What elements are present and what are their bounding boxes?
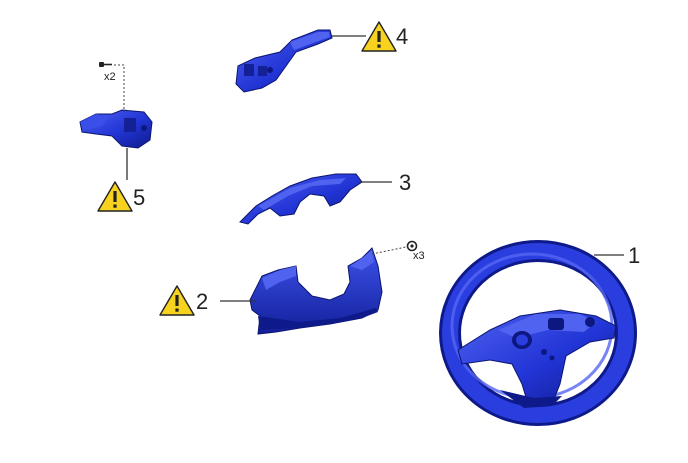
part-number-1: 1	[628, 243, 640, 268]
warning-triangle-icon	[159, 285, 195, 316]
part-number-3: 3	[399, 170, 411, 195]
fastener-quantity-2: x3	[413, 250, 425, 262]
part-number-2: 2	[196, 289, 208, 314]
part-number-5: 5	[133, 185, 145, 210]
warning-triangle-icon	[361, 21, 397, 52]
bolt-icon	[406, 240, 418, 252]
steering-wheel	[439, 240, 637, 426]
part-number-4: 4	[396, 24, 408, 49]
fastener-guide-5	[114, 64, 125, 112]
fastener-guide-2	[371, 246, 407, 255]
fastener-quantity-5: x2	[104, 71, 116, 83]
warning-triangle-icon	[97, 181, 133, 212]
screw-icon	[99, 62, 112, 67]
lower-column-cover	[249, 247, 383, 335]
wiper-switch	[235, 29, 333, 93]
turn-signal-switch	[79, 109, 153, 149]
upper-column-cover	[239, 173, 363, 225]
